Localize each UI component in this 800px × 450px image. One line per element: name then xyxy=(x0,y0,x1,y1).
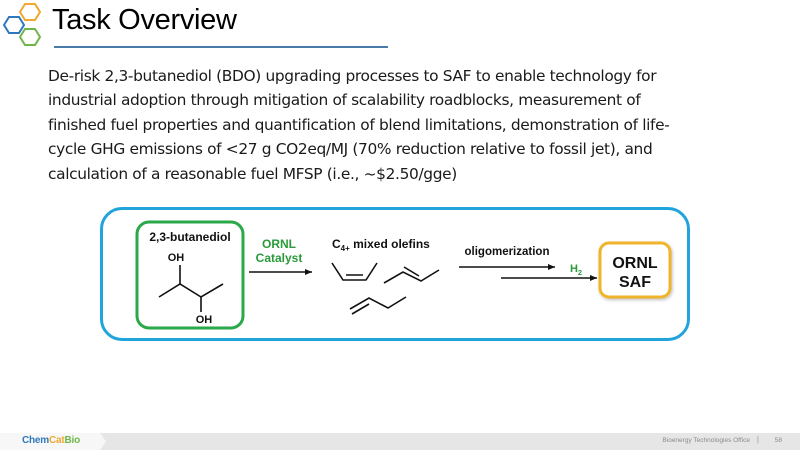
description-line: calculation of a reasonable fuel MFSP (i… xyxy=(48,164,457,183)
hex-blue xyxy=(2,16,26,34)
chemcatbio-logo: ChemCatBio xyxy=(22,435,80,446)
cis-butene-structure xyxy=(331,262,378,281)
description-line: De-risk 2,3-butanediol (BDO) upgrading p… xyxy=(48,67,657,85)
brand-chem: Chem xyxy=(22,435,49,446)
office-name: Bioenergy Technologies Office xyxy=(662,437,750,444)
trans-pentene-double-bond xyxy=(403,266,420,277)
footer-bar: ChemCatBio Bioenergy Technologies Office… xyxy=(0,433,800,450)
title-underline xyxy=(54,46,388,48)
brand-cat: Cat xyxy=(48,435,65,446)
butanediol-skeleton xyxy=(158,283,224,298)
reactant-name: 2,3-butanediol xyxy=(149,230,230,244)
brand-bio: Bio xyxy=(64,435,81,446)
hydrogen-label: H2 xyxy=(570,263,582,277)
olefins-label: C4+ mixed olefins xyxy=(332,237,430,253)
oligomerization-step: oligomerization H2 xyxy=(459,246,597,281)
butene-structure xyxy=(349,296,407,310)
product-line1: ORNL xyxy=(612,255,658,272)
footer-brand-tab: ChemCatBio xyxy=(0,433,106,450)
catalyst-label-line1: ORNL xyxy=(262,237,296,251)
description-line: industrial adoption through mitigation o… xyxy=(48,91,641,110)
oligomerization-label: oligomerization xyxy=(465,246,550,258)
task-description: De-risk 2,3-butanediol (BDO) upgrading p… xyxy=(48,64,768,186)
catalyst-step: ORNL Catalyst xyxy=(249,237,312,275)
product-line2: SAF xyxy=(619,274,651,291)
catalyst-label-line2: Catalyst xyxy=(256,251,303,265)
product-box: ORNL SAF xyxy=(598,241,672,299)
process-diagram: 2,3-butanediol OH OH ORNL Catalyst C4+ m… xyxy=(100,207,690,341)
page-number: 58 xyxy=(774,437,782,444)
description-line: finished fuel properties and quantificat… xyxy=(48,115,670,134)
hydroxyl-bottom: OH xyxy=(196,314,213,326)
footer-separator: | xyxy=(756,435,759,444)
page-title: Task Overview xyxy=(52,4,237,36)
hex-green xyxy=(18,28,42,46)
olefins-group: C4+ mixed olefins xyxy=(331,237,440,315)
hex-orange xyxy=(18,3,42,21)
description-line: cycle GHG emissions of <27 g CO2eq/MJ (7… xyxy=(48,140,653,159)
hydroxyl-top: OH xyxy=(168,252,185,264)
butene-double-bond xyxy=(351,303,370,315)
trans-pentene-structure xyxy=(383,269,440,284)
reactant-box: 2,3-butanediol OH OH xyxy=(135,220,245,330)
hexagon-logo-icon xyxy=(2,3,42,46)
